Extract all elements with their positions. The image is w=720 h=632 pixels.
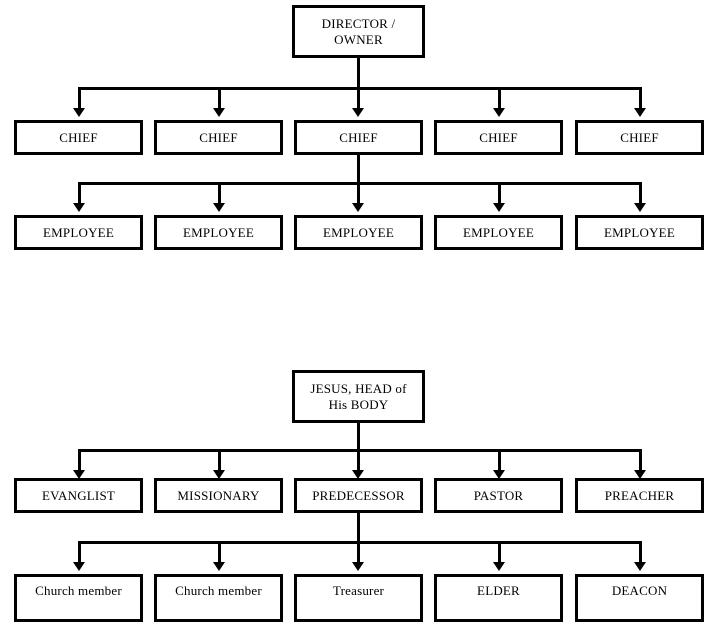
node-employee-3: EMPLOYEE (294, 215, 423, 250)
node-treasurer: Treasurer (294, 574, 423, 622)
node-label: MISSIONARY (177, 487, 260, 503)
node-employee-2: EMPLOYEE (154, 215, 283, 250)
arrowhead-member-4 (493, 562, 505, 571)
node-label: CHIEF (479, 129, 518, 145)
node-label: DIRECTOR / OWNER (321, 16, 396, 47)
node-label: EMPLOYEE (323, 224, 394, 240)
connector-root-stem-church (357, 423, 360, 450)
connector-drop-chief-4 (498, 87, 501, 109)
arrowhead-chief-1 (73, 108, 85, 117)
node-preacher: PREACHER (575, 478, 704, 513)
node-label: PREACHER (604, 487, 675, 503)
connector-drop-chief-5 (639, 87, 642, 109)
node-label: EVANGLIST (41, 487, 116, 503)
connector-drop-member-4 (498, 541, 501, 563)
node-director-owner: DIRECTOR / OWNER (292, 5, 425, 58)
node-label: DEACON (611, 583, 668, 598)
arrowhead-employee-3 (352, 203, 364, 212)
node-chief-5: CHIEF (575, 120, 704, 155)
node-predecessor: PREDECESSOR (294, 478, 423, 513)
node-evanglist: EVANGLIST (14, 478, 143, 513)
arrowhead-employee-4 (493, 203, 505, 212)
connector-bus-member (78, 541, 642, 544)
node-chief-2: CHIEF (154, 120, 283, 155)
node-label: Church member (35, 583, 122, 598)
node-jesus-head-of-his-body: JESUS, HEAD of His BODY (292, 370, 425, 423)
connector-drop-employee-5 (639, 182, 642, 204)
connector-drop-ministry-5 (639, 449, 642, 471)
node-employee-4: EMPLOYEE (434, 215, 563, 250)
connector-bus-ministry (78, 449, 642, 452)
connector-drop-member-2 (218, 541, 221, 563)
arrowhead-employee-5 (634, 203, 646, 212)
connector-drop-employee-1 (78, 182, 81, 204)
arrowhead-ministry-1 (73, 470, 85, 479)
node-label: Church member (175, 583, 262, 598)
node-employee-1: EMPLOYEE (14, 215, 143, 250)
arrowhead-chief-3 (352, 108, 364, 117)
arrowhead-member-1 (73, 562, 85, 571)
node-chief-1: CHIEF (14, 120, 143, 155)
node-label: Treasurer (332, 583, 385, 598)
connector-drop-employee-3 (357, 182, 360, 204)
node-chief-4: CHIEF (434, 120, 563, 155)
connector-bus-employee (78, 182, 642, 185)
connector-drop-employee-4 (498, 182, 501, 204)
connector-drop-member-3 (357, 541, 360, 563)
node-label: CHIEF (59, 129, 98, 145)
node-label: ELDER (477, 583, 520, 598)
connector-drop-chief-3 (357, 87, 360, 109)
connector-drop-ministry-1 (78, 449, 81, 471)
node-label: CHIEF (199, 129, 238, 145)
node-employee-5: EMPLOYEE (575, 215, 704, 250)
arrowhead-ministry-3 (352, 470, 364, 479)
connector-root-stem (357, 58, 360, 88)
node-deacon: DEACON (575, 574, 704, 622)
node-label: PREDECESSOR (312, 487, 405, 503)
node-chief-3: CHIEF (294, 120, 423, 155)
node-label: PASTOR (473, 487, 524, 503)
arrowhead-employee-1 (73, 203, 85, 212)
arrowhead-member-3 (352, 562, 364, 571)
arrowhead-chief-2 (213, 108, 225, 117)
connector-drop-employee-2 (218, 182, 221, 204)
connector-drop-ministry-3 (357, 449, 360, 471)
arrowhead-chief-5 (634, 108, 646, 117)
arrowhead-employee-2 (213, 203, 225, 212)
node-label: JESUS, HEAD of His BODY (310, 381, 407, 412)
node-label: EMPLOYEE (43, 224, 114, 240)
connector-ministry-stem (357, 513, 360, 541)
connector-drop-chief-2 (218, 87, 221, 109)
arrowhead-ministry-2 (213, 470, 225, 479)
arrowhead-member-5 (634, 562, 646, 571)
node-missionary: MISSIONARY (154, 478, 283, 513)
node-label: CHIEF (620, 129, 659, 145)
connector-drop-ministry-2 (218, 449, 221, 471)
arrowhead-ministry-4 (493, 470, 505, 479)
connector-drop-member-1 (78, 541, 81, 563)
connector-drop-ministry-4 (498, 449, 501, 471)
connector-drop-member-5 (639, 541, 642, 563)
connector-drop-chief-1 (78, 87, 81, 109)
node-label: CHIEF (339, 129, 378, 145)
node-label: EMPLOYEE (604, 224, 675, 240)
arrowhead-ministry-5 (634, 470, 646, 479)
connector-chief-stem (357, 155, 360, 182)
node-label: EMPLOYEE (463, 224, 534, 240)
node-pastor: PASTOR (434, 478, 563, 513)
connector-bus-chief (78, 87, 642, 90)
node-label: EMPLOYEE (183, 224, 254, 240)
node-elder: ELDER (434, 574, 563, 622)
node-church-member-1: Church member (14, 574, 143, 622)
arrowhead-member-2 (213, 562, 225, 571)
arrowhead-chief-4 (493, 108, 505, 117)
node-church-member-2: Church member (154, 574, 283, 622)
